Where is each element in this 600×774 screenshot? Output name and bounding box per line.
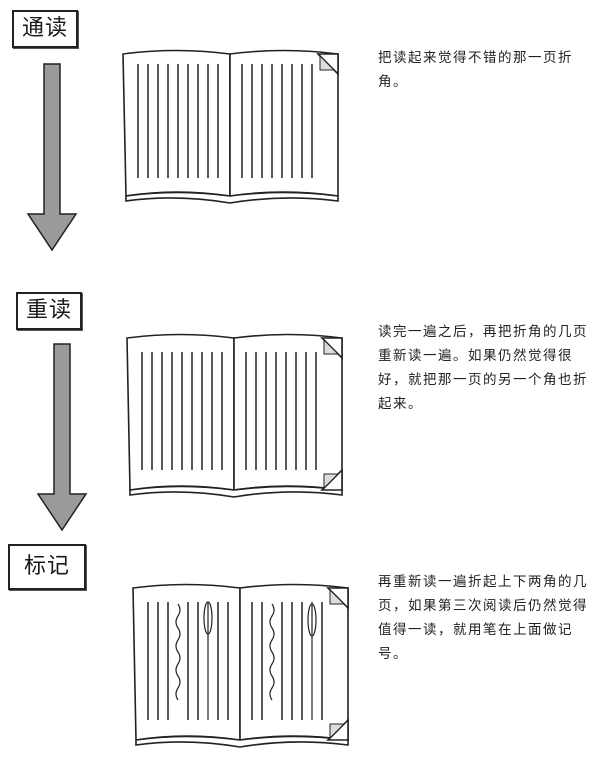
- step-1-description: 把读起来觉得不错的那一页折角。: [378, 50, 573, 90]
- step-2-label: 重读: [16, 292, 83, 330]
- step-2-description: 读完一遍之后，再把折角的几页重新读一遍。如果仍然觉得很好，就把那一页的另一个角也…: [378, 324, 588, 412]
- book-illustration-3: [132, 583, 349, 748]
- down-arrow-1: [26, 63, 78, 252]
- step-3-description: 再重新读一遍折起上下两角的几页，如果第三次阅读后仍然觉得值得一读，就用笔在上面做…: [378, 574, 588, 662]
- down-arrow-2: [36, 343, 88, 532]
- step-3-label: 标记: [8, 544, 87, 590]
- step-1-label: 通读: [12, 10, 79, 48]
- book-illustration-2: [126, 333, 343, 498]
- book-illustration-1: [122, 49, 339, 204]
